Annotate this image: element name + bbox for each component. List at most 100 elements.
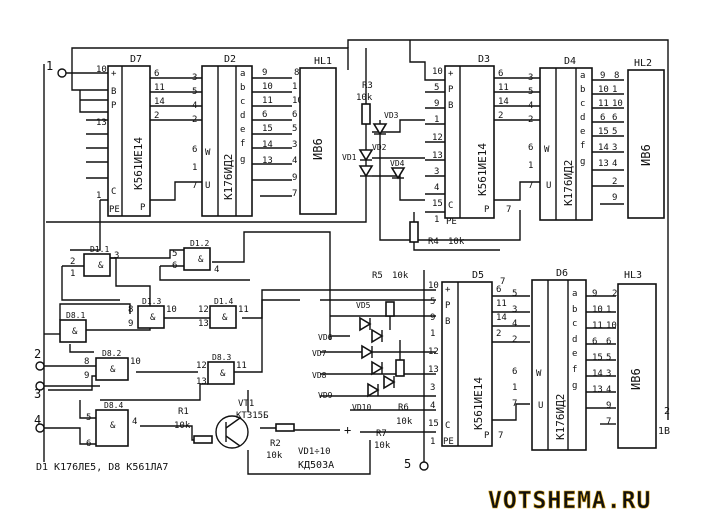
svg-text:&: & <box>110 421 116 431</box>
chip-list-note: D1 К176ЛЕ5, D8 К561ЛА7 <box>36 462 168 473</box>
chip-d7-pin: 10 <box>96 65 107 75</box>
svg-text:9: 9 <box>592 289 597 299</box>
chip-d4-ref: D4 <box>564 56 576 67</box>
svg-text:W: W <box>536 369 542 379</box>
svg-text:6: 6 <box>612 113 617 123</box>
r6-value: 10k <box>396 417 413 427</box>
svg-text:6: 6 <box>600 113 605 123</box>
chip-d3-pin-label: + <box>448 69 454 79</box>
gate-d8-1: & D8.1 <box>59 311 87 343</box>
vt1-part: КТ315Б <box>236 411 269 421</box>
svg-text:14: 14 <box>598 143 609 153</box>
gate-d1-2: & D1.2 5 6 4 <box>172 239 219 275</box>
svg-text:6: 6 <box>498 69 503 79</box>
svg-text:3: 3 <box>292 140 297 150</box>
svg-text:8: 8 <box>128 305 133 315</box>
r5-ref: R5 <box>372 271 383 281</box>
chip-d3-ref: D3 <box>478 54 490 65</box>
gate-d8-4-ref: D8.4 <box>104 401 123 410</box>
chip-d2-pin: 6 <box>192 145 197 155</box>
vd2-label: VD2 <box>372 143 387 152</box>
svg-text:1: 1 <box>292 82 297 92</box>
r4-ref: R4 <box>428 237 439 247</box>
chip-d3-pin: 1 <box>434 115 439 125</box>
svg-text:4: 4 <box>292 156 297 166</box>
svg-text:5: 5 <box>512 289 517 299</box>
gate-d1-3: & D1.3 8 9 10 <box>128 297 177 329</box>
diode-range-note: VD1÷10 <box>298 447 331 457</box>
svg-text:b: b <box>580 85 585 95</box>
chip-d3-part: К561ИЕ14 <box>476 143 489 196</box>
chip-d2-pin: 3 <box>192 73 197 83</box>
vd7-label: VD7 <box>312 349 327 358</box>
svg-text:11: 11 <box>592 321 603 331</box>
chip-d3-pin: 1 <box>434 215 439 225</box>
gate-d8-1-ref: D8.1 <box>66 311 85 320</box>
terminal-5-label: 5 <box>404 457 411 471</box>
svg-text:3: 3 <box>606 369 611 379</box>
svg-text:9: 9 <box>292 173 297 183</box>
chip-d3-pin: 3 <box>434 167 439 177</box>
svg-text:7: 7 <box>506 205 511 215</box>
svg-text:7: 7 <box>606 417 611 427</box>
svg-text:b: b <box>572 305 577 315</box>
svg-text:2: 2 <box>498 111 503 121</box>
gate-d8-3-ref: D8.3 <box>212 353 231 362</box>
notes: D1 К176ЛЕ5, D8 К561ЛА7 VD1÷10 КД503А <box>36 447 334 473</box>
chip-d2-ref: D2 <box>224 54 236 65</box>
indicator-hl3-part: ИВ6 <box>629 368 643 390</box>
gate-d1-2-ref: D1.2 <box>190 239 209 248</box>
chip-d5-pin-label: P <box>445 301 451 311</box>
chip-d5-pin-label: B <box>445 317 450 327</box>
vd5-label: VD5 <box>356 301 371 310</box>
chip-d7-pin-label: + <box>111 69 117 79</box>
terminals: 1 2 3 4 5 <box>34 59 429 471</box>
svg-text:6: 6 <box>592 337 597 347</box>
r1-ref: R1 <box>178 407 189 417</box>
transistor-vt1: VT1 КТ315Б <box>215 399 269 449</box>
r4-value: 10k <box>448 237 465 247</box>
svg-text:5: 5 <box>292 124 297 134</box>
svg-text:d: d <box>572 335 577 345</box>
svg-text:7: 7 <box>292 189 297 199</box>
svg-text:&: & <box>198 255 204 265</box>
svg-text:6: 6 <box>512 367 517 377</box>
chip-d3-pin: 13 <box>432 151 443 161</box>
svg-text:13: 13 <box>262 156 273 166</box>
svg-text:4: 4 <box>612 159 617 169</box>
svg-text:&: & <box>72 327 78 337</box>
terminal-1 <box>57 68 67 78</box>
svg-text:7: 7 <box>528 181 533 191</box>
svg-text:4: 4 <box>132 417 137 427</box>
chip-d3: D3 К561ИЕ14 10 5 9 1 12 13 3 4 15 1 + P … <box>432 54 511 227</box>
chip-d7-pin: 2 <box>154 111 159 121</box>
chip-d7: D7 К561ИЕ14 10 13 1 + B P C PE 6 11 14 2… <box>96 54 165 217</box>
svg-text:5: 5 <box>172 249 177 259</box>
svg-text:&: & <box>98 261 104 271</box>
chip-d7-pin-label: B <box>111 87 116 97</box>
r3-ref: R3 <box>362 81 373 91</box>
svg-text:1: 1 <box>512 383 517 393</box>
terminal-4 <box>35 423 45 433</box>
svg-text:W: W <box>544 145 550 155</box>
svg-text:2: 2 <box>612 289 617 299</box>
svg-text:11: 11 <box>598 99 609 109</box>
svg-text:15: 15 <box>592 353 603 363</box>
svg-text:9: 9 <box>128 319 133 329</box>
svg-text:g: g <box>580 157 585 167</box>
diode-matrix: VD5 VD6 VD7 VD8 VD9 VD10 R6 10k R7 10k <box>312 301 413 451</box>
chip-d3-pin: 10 <box>432 67 443 77</box>
svg-text:7: 7 <box>500 277 505 287</box>
svg-text:5: 5 <box>606 353 611 363</box>
indicator-hl2-ref: HL2 <box>634 58 652 69</box>
chip-d7-part: К561ИЕ14 <box>132 137 145 190</box>
terminal-4-label: 4 <box>34 413 41 427</box>
chip-d3-pin-label: C <box>448 201 453 211</box>
svg-text:9: 9 <box>600 71 605 81</box>
svg-text:9: 9 <box>606 401 611 411</box>
gate-d1-1: & D1.1 2 1 3 <box>70 245 119 279</box>
svg-text:6: 6 <box>172 261 177 271</box>
chip-d7-ref: D7 <box>130 54 142 65</box>
svg-text:P: P <box>484 431 490 441</box>
